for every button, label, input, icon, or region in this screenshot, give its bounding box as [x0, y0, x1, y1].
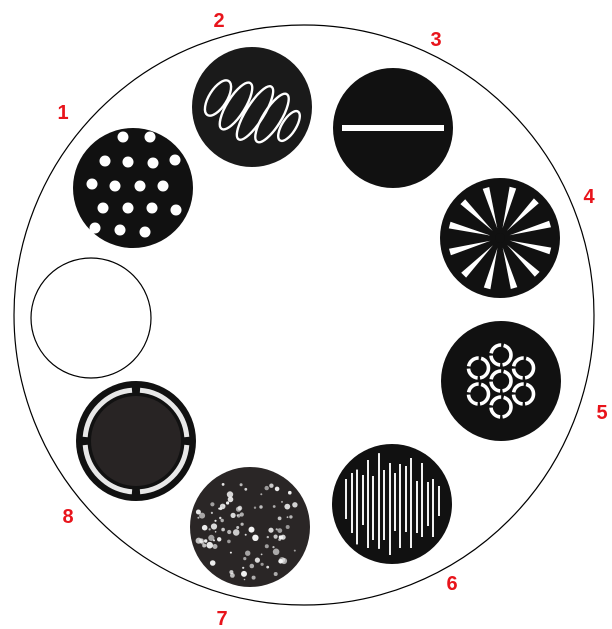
slot-6-label: 6: [446, 573, 457, 595]
gobo-3-line: [333, 68, 453, 188]
gobo-open-slot: [31, 258, 151, 378]
slot-8-label: 8: [62, 506, 73, 528]
slot-5-label: 5: [596, 402, 607, 424]
gobo-6-lines: [332, 444, 452, 564]
gobo-8-ring: [76, 381, 196, 501]
slot-7-label: 7: [216, 608, 227, 629]
gobo-5-rings: [441, 321, 561, 441]
slot-1-label: 1: [57, 102, 68, 124]
gobo-2-ellipses: [192, 47, 312, 167]
gobo-4-starburst: [440, 178, 560, 298]
slot-4-label: 4: [583, 186, 595, 208]
slot-3-label: 3: [430, 29, 441, 51]
gobo-7-stars: [190, 467, 310, 587]
slot-2-label: 2: [213, 10, 224, 32]
gobo-1-dots: [73, 128, 193, 248]
